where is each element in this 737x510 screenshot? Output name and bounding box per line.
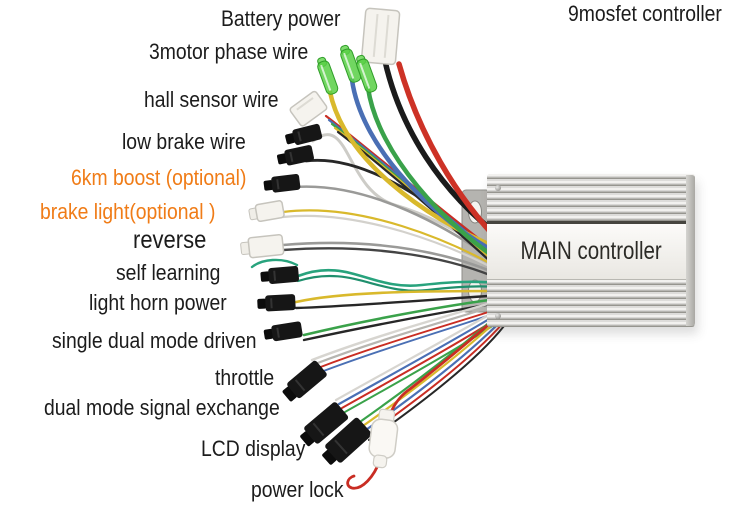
screw-top-right bbox=[686, 194, 692, 200]
signal-wires bbox=[250, 133, 506, 490]
hall-connector bbox=[289, 90, 328, 127]
low-brake-connector bbox=[285, 123, 323, 145]
phase-bullet-sleeve-1 bbox=[317, 56, 339, 95]
controller-label-band: MAIN controller bbox=[487, 221, 695, 280]
wire-brake-light-white bbox=[281, 214, 506, 276]
label-dual-mode-signal: dual mode signal exchange bbox=[44, 395, 280, 420]
wire-throttle-red bbox=[317, 306, 505, 369]
wire-self-learning-tail bbox=[250, 258, 299, 269]
wire-throttle-gray bbox=[313, 301, 506, 366]
battery-connector bbox=[360, 7, 401, 66]
dual-mode-connector bbox=[300, 402, 349, 447]
label-self-learning: self learning bbox=[116, 260, 221, 285]
wire-power-lock-top bbox=[389, 310, 506, 414]
wire-light-horn-black bbox=[294, 293, 506, 310]
brake-light-connector bbox=[248, 200, 285, 223]
label-low-brake-wire: low brake wire bbox=[122, 129, 246, 154]
power-lock-connector bbox=[368, 408, 399, 469]
connectors bbox=[240, 7, 401, 469]
label-throttle: throttle bbox=[215, 365, 275, 390]
self-learning-connector bbox=[260, 265, 299, 284]
wire-self-learning-a bbox=[296, 268, 506, 288]
wire-single-dual-green bbox=[302, 296, 506, 337]
label-hall-sensor-wire: hall sensor wire bbox=[144, 87, 279, 112]
heatsink-fins-bottom bbox=[487, 280, 695, 327]
wire-phase-green bbox=[365, 85, 505, 265]
label-single-dual-mode: single dual mode driven bbox=[52, 328, 257, 353]
reverse-connector bbox=[240, 233, 285, 259]
phase-bullet-sleeve-3 bbox=[356, 54, 378, 93]
label-light-horn-power: light horn power bbox=[89, 290, 227, 315]
label-motor-phase-wire: 3motor phase wire bbox=[149, 39, 309, 64]
phase-wires bbox=[327, 77, 505, 265]
label-reverse: reverse bbox=[133, 226, 207, 254]
label-lcd-display: LCD display bbox=[201, 436, 306, 461]
wire-reverse-dark bbox=[281, 247, 506, 283]
wire-throttle-white bbox=[310, 297, 506, 362]
controller-label: MAIN controller bbox=[520, 237, 662, 265]
wire-phase-blue bbox=[349, 77, 505, 259]
low-brake-connector-2 bbox=[276, 145, 314, 166]
single-dual-connector bbox=[263, 321, 303, 342]
wire-reverse-gray bbox=[281, 241, 506, 279]
wire-brake-light-yellow bbox=[281, 209, 506, 273]
screw-bottom-left bbox=[495, 313, 501, 319]
controller-box: MAIN controller bbox=[487, 174, 695, 327]
screw-bottom-right bbox=[686, 286, 692, 292]
label-9mosfet-controller: 9mosfet controller bbox=[568, 1, 722, 26]
lcd-connector bbox=[322, 417, 372, 465]
boost-connector bbox=[263, 173, 301, 193]
label-brake-light: brake light(optional ) bbox=[40, 199, 216, 224]
wire-battery-red bbox=[396, 61, 505, 247]
light-horn-connector bbox=[257, 294, 296, 312]
battery-wires bbox=[382, 58, 505, 247]
label-6km-boost: 6km boost (optional) bbox=[71, 165, 247, 190]
heatsink-fins-top bbox=[487, 174, 695, 221]
screw-top-left bbox=[495, 185, 501, 191]
throttle-connector bbox=[282, 360, 327, 402]
label-battery-power: Battery power bbox=[221, 6, 341, 31]
wire-light-horn-yellow bbox=[294, 289, 506, 304]
phase-bullet-sleeve-2 bbox=[340, 44, 362, 83]
label-power-lock: power lock bbox=[251, 477, 344, 502]
wire-power-lock-bottom bbox=[346, 458, 382, 490]
